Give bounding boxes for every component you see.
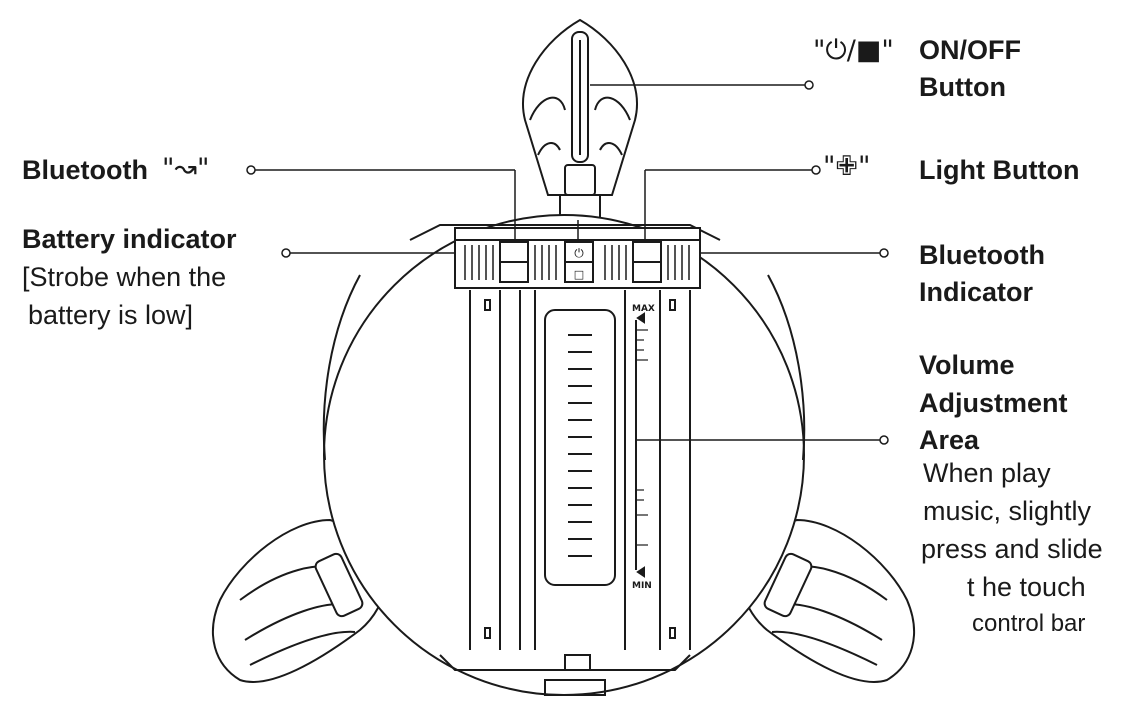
on-off-label: ON/OFF <box>919 35 1021 65</box>
battery-note-1: [Strobe when the <box>22 262 227 292</box>
volume-label-1: Volume <box>919 350 1015 380</box>
leader-lines <box>246 80 889 445</box>
light-button-label: Light Button <box>919 155 1080 185</box>
touch-control-bar <box>544 309 616 586</box>
on-off-label-2: Button <box>919 72 1006 102</box>
battery-indicator-label: Battery indicator <box>22 224 237 254</box>
scale-min-label: MIN <box>632 581 652 591</box>
bluetooth-indicator-label-2: Indicator <box>919 277 1034 307</box>
volume-desc-3: press and slide <box>921 534 1103 564</box>
on-off-symbol: "⏻/■" <box>813 35 894 66</box>
volume-desc-1: When play <box>923 458 1051 488</box>
scale-max-label: MAX <box>632 304 655 314</box>
light-symbol: "✙" <box>823 151 871 182</box>
volume-label-3: Area <box>919 425 980 455</box>
volume-desc-4: t he touch <box>967 572 1086 602</box>
bluetooth-indicator-label: Bluetooth <box>919 240 1045 270</box>
volume-label-2: Adjustment <box>919 388 1068 418</box>
touch-bar-ticks <box>568 334 592 557</box>
battery-note-2: battery is low] <box>28 300 194 330</box>
bluetooth-label: Bluetooth <box>22 155 148 185</box>
bluetooth-symbol: "↝" <box>162 153 210 184</box>
power-icon: ⏻ <box>574 246 584 260</box>
stop-icon: □ <box>574 268 584 281</box>
volume-desc-5: control bar <box>972 610 1086 637</box>
volume-desc-2: music, slightly <box>923 496 1092 526</box>
